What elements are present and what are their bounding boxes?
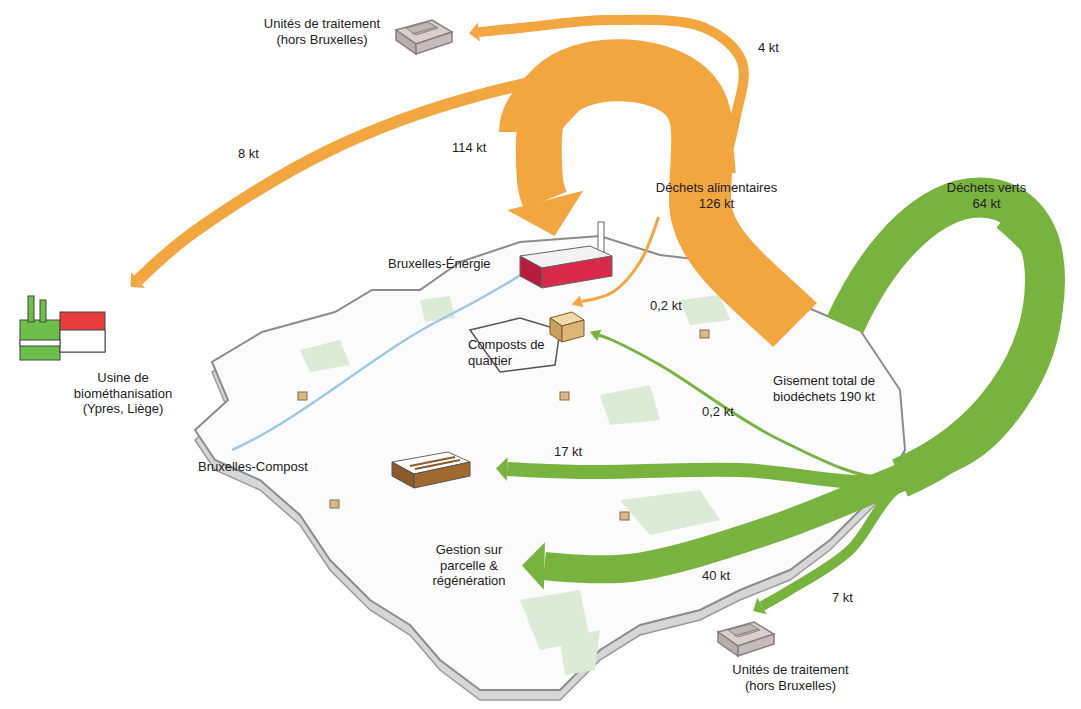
node-label: Unités de traitement (hors Bruxelles) <box>728 662 853 693</box>
compost-cube <box>620 512 629 520</box>
flow-node: Bruxelles-Compost <box>198 450 494 484</box>
node-label: Bruxelles-Énergie <box>388 256 510 272</box>
node-label: Gestion sur parcelle & régénération <box>420 542 518 589</box>
node-label: Gisement total de biodéchets 190 kt <box>765 373 883 404</box>
flow-arrow <box>572 217 659 307</box>
treatment-unit-icon <box>718 622 774 656</box>
flow-band <box>138 74 713 280</box>
node-label: Unités de traitement (hors Bruxelles) <box>257 16 387 47</box>
arrow-head <box>590 330 601 341</box>
flow-quantity: 0,2 kt <box>700 404 736 420</box>
flow-band <box>581 217 658 301</box>
flow-arrow <box>753 217 1049 615</box>
green-patch <box>600 385 660 425</box>
node-label: Composts de quartier <box>468 337 550 368</box>
incinerator-icon <box>520 222 612 288</box>
green-patch <box>420 296 455 322</box>
flow-quantity: 114 kt <box>450 140 488 156</box>
arrow-head <box>753 598 766 614</box>
arrow-head <box>522 542 545 590</box>
compost-cube <box>560 392 569 400</box>
compost-cube <box>700 330 709 338</box>
canal <box>232 250 560 450</box>
node-label: Déchets alimentaires 126 kt <box>649 180 784 211</box>
flow-node: Usine de biométhanisation (Ypres, Liège) <box>12 288 184 419</box>
flow-quantity: 17 kt <box>552 444 584 460</box>
arrow-head <box>496 457 508 481</box>
flow-quantity: 7 kt <box>830 590 855 606</box>
green-patch <box>300 340 350 372</box>
flow-band <box>762 217 1050 606</box>
green-patch <box>560 630 600 675</box>
arrow-head <box>507 191 583 236</box>
compost-cube <box>298 392 307 400</box>
flow-quantity: 40 kt <box>700 568 732 584</box>
flow-node: Gisement total de biodéchets 190 kt <box>762 370 886 407</box>
node-label: Déchets verts 64 kt <box>939 180 1034 211</box>
flow-arrow <box>522 217 1049 590</box>
composting-plant-icon <box>392 452 470 488</box>
flow-node: Déchets alimentaires 126 kt <box>645 176 788 215</box>
green-patch <box>620 490 720 535</box>
flow-quantity: 8 kt <box>236 146 261 162</box>
flow-arrow <box>507 73 712 236</box>
node-label: Bruxelles-Compost <box>198 459 316 475</box>
treatment-unit-icon <box>396 20 452 54</box>
node-label: Usine de biométhanisation (Ypres, Liège) <box>62 370 184 417</box>
flow-band <box>544 217 1049 570</box>
flow-node: Déchets verts 64 kt <box>935 176 1038 215</box>
flow-node: Bruxelles-Énergie <box>388 238 620 290</box>
arrow-head <box>572 296 583 307</box>
flow-quantity: 4 kt <box>756 40 781 56</box>
flow-node: Gestion sur parcelle & régénération <box>418 540 520 591</box>
flow-arrow <box>130 74 712 288</box>
arrow-head <box>130 272 144 288</box>
biomethanisation-plant-icon <box>20 296 105 360</box>
flow-node: Unités de traitement (hors Bruxelles) <box>708 612 853 695</box>
compost-cube <box>330 500 339 508</box>
arrow-head <box>469 23 480 42</box>
flow-quantity: 0,2 kt <box>648 298 684 314</box>
flow-node: Composts de quartier <box>468 305 588 370</box>
neighbourhood-compost-icon <box>550 312 584 342</box>
green-spaces <box>300 295 730 675</box>
flow-node: Unités de traitement (hors Bruxelles) <box>255 14 467 49</box>
